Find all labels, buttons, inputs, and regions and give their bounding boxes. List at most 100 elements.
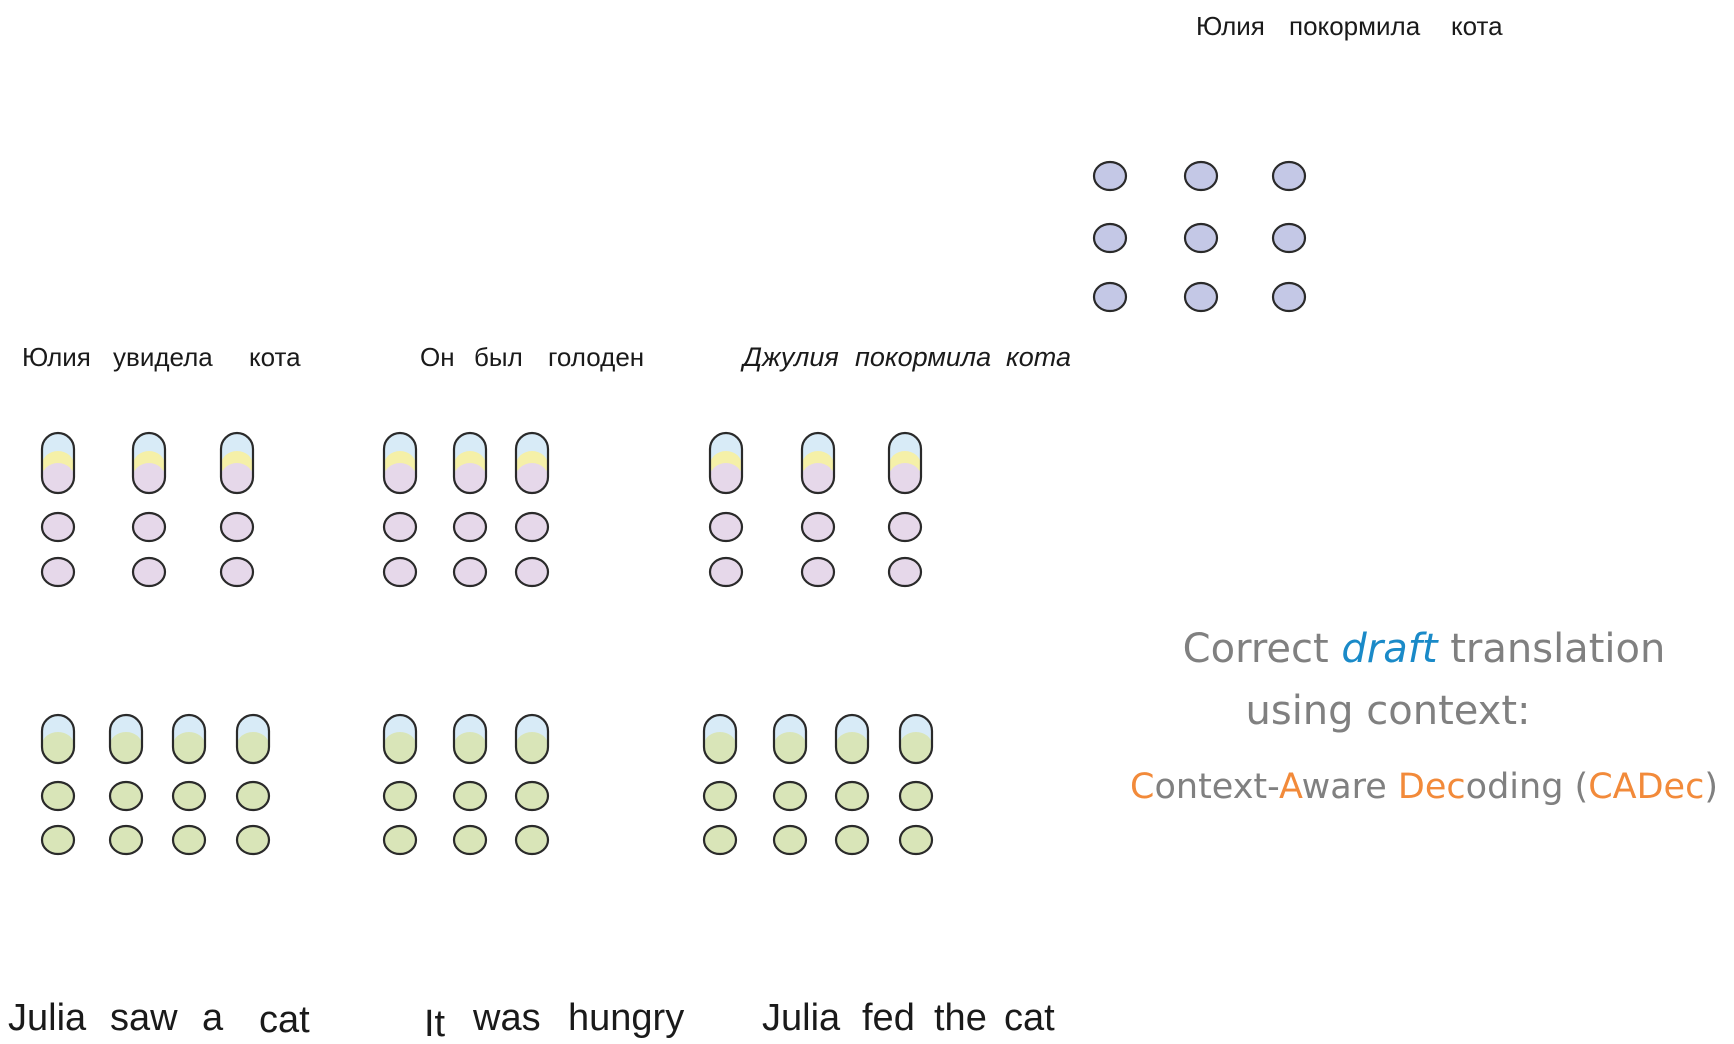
source-attention-capsule <box>772 713 808 765</box>
context-attention-capsule <box>131 431 167 495</box>
decoder-state-node <box>1183 222 1219 254</box>
source-encoder-node <box>235 824 271 856</box>
source-encoder-node <box>108 824 144 856</box>
source-word: the <box>934 997 987 1039</box>
context-block-3-draft: Джулия покормила кота Julia fed the cat <box>740 342 1071 1039</box>
source-word: cat <box>1004 997 1055 1039</box>
source-encoder-node <box>514 824 550 856</box>
source-encoder-node <box>702 824 738 856</box>
context-attention-capsule <box>708 431 744 495</box>
context-attention-capsule <box>382 431 418 495</box>
target-encoder-node <box>800 511 836 543</box>
source-encoder-node <box>382 780 418 812</box>
decoder-state-node <box>1271 160 1307 192</box>
context-attention-capsule <box>219 431 255 495</box>
context-attention-capsule <box>800 431 836 495</box>
source-attention-capsule <box>834 713 870 765</box>
target-word: кота <box>249 342 301 372</box>
source-word: Julia <box>8 997 87 1039</box>
caption-draft-word: draft <box>1341 626 1438 672</box>
caption: Correct draft translation using context:… <box>1130 626 1718 807</box>
cadec-highlight-text: Dec <box>1398 767 1466 807</box>
target-encoder-node <box>382 556 418 588</box>
cadec-text: ) <box>1704 767 1718 807</box>
target-encoder-node <box>887 556 923 588</box>
draft-word: Джулия <box>740 342 839 372</box>
decoder-state-node <box>1183 160 1219 192</box>
target-encoder-node <box>219 556 255 588</box>
context-block-2: Он был голоден It was hungry <box>420 342 684 1044</box>
cadec-highlight-text: C <box>1130 767 1154 807</box>
source-encoder-node <box>702 780 738 812</box>
source-encoder-node <box>171 780 207 812</box>
source-encoder-node <box>834 780 870 812</box>
source-encoder-node <box>898 824 934 856</box>
decoder-state-node <box>1271 222 1307 254</box>
encoder-block-3 <box>702 431 934 856</box>
source-encoder-node <box>171 824 207 856</box>
source-encoder-node <box>452 780 488 812</box>
source-attention-capsule <box>898 713 934 765</box>
target-encoder-node <box>514 556 550 588</box>
target-word: увидела <box>113 342 213 372</box>
target-encoder-node <box>131 511 167 543</box>
source-attention-capsule <box>452 713 488 765</box>
source-encoder-node <box>898 780 934 812</box>
context-attention-capsule <box>887 431 923 495</box>
context-attention-capsule <box>514 431 550 495</box>
target-encoder-node <box>887 511 923 543</box>
source-word: cat <box>259 999 310 1041</box>
target-encoder-node <box>219 511 255 543</box>
target-encoder-node <box>708 511 744 543</box>
source-encoder-node <box>772 780 808 812</box>
encoder-block-1 <box>40 431 271 856</box>
target-encoder-node <box>382 511 418 543</box>
target-encoder-node <box>131 556 167 588</box>
source-attention-capsule <box>514 713 550 765</box>
cadec-text: oding ( <box>1466 767 1589 807</box>
cadec-highlight-text: CADec <box>1588 767 1704 807</box>
caption-line-1-end: translation <box>1438 626 1666 672</box>
draft-word: кота <box>1006 342 1071 372</box>
source-encoder-node <box>40 780 76 812</box>
target-encoder-node <box>452 511 488 543</box>
source-word: It <box>424 1003 446 1044</box>
source-attention-capsule <box>40 713 76 765</box>
source-encoder-node <box>834 824 870 856</box>
encoder-block-2 <box>382 431 550 856</box>
target-encoder-node <box>40 511 76 543</box>
source-encoder-node <box>772 824 808 856</box>
source-word: hungry <box>568 997 684 1039</box>
source-encoder-node <box>40 824 76 856</box>
source-encoder-node <box>235 780 271 812</box>
target-encoder-node <box>708 556 744 588</box>
target-word: голоден <box>548 342 644 372</box>
source-word: a <box>202 997 224 1039</box>
source-attention-capsule <box>171 713 207 765</box>
context-attention-capsule <box>452 431 488 495</box>
decoder-state-grid <box>1092 160 1307 313</box>
target-encoder-node <box>452 556 488 588</box>
context-block-1: Юлия увидела кота Julia saw a cat <box>8 342 310 1041</box>
source-attention-capsule <box>702 713 738 765</box>
caption-line-3: Context-Aware Decoding (CADec) <box>1130 767 1718 807</box>
output-word: покормила <box>1289 11 1421 41</box>
decoder-state-node <box>1183 281 1219 313</box>
source-attention-capsule <box>382 713 418 765</box>
caption-line-1-start: Correct <box>1183 626 1342 672</box>
source-word: fed <box>862 997 915 1039</box>
cadec-text: ontext- <box>1154 767 1279 807</box>
target-word: Юлия <box>22 342 91 372</box>
caption-line-2: using context: <box>1246 688 1531 734</box>
decoder-state-node <box>1271 281 1307 313</box>
cadec-text: ware <box>1302 767 1398 807</box>
output-word: Юлия <box>1196 11 1265 41</box>
target-encoder-node <box>800 556 836 588</box>
decoder-state-node <box>1092 222 1128 254</box>
source-attention-capsule <box>235 713 271 765</box>
output-sentence: Юлия покормила кота <box>1196 11 1503 41</box>
encoder-node-groups <box>40 431 934 856</box>
caption-line-1: Correct draft translation <box>1183 626 1666 672</box>
decoder-state-node <box>1092 281 1128 313</box>
